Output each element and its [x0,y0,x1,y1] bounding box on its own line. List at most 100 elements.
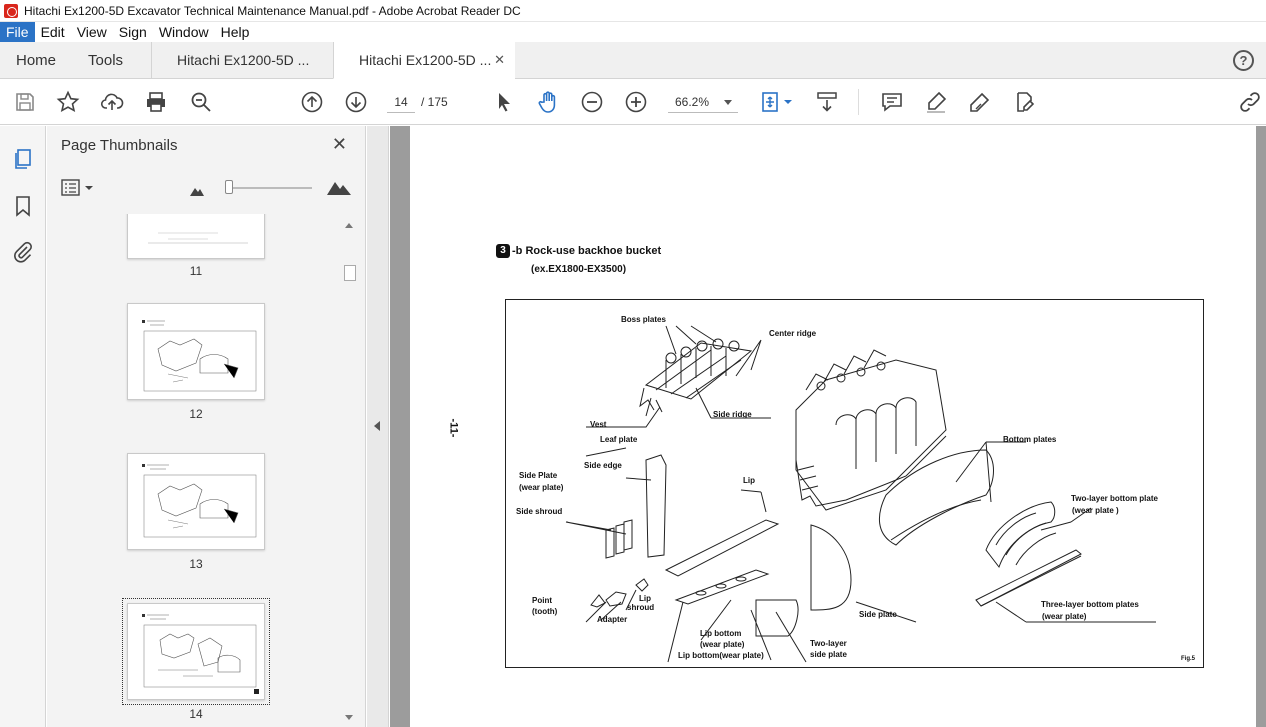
left-rail [0,126,46,727]
hand-tool-icon[interactable] [536,90,560,114]
next-page-icon[interactable] [344,90,368,114]
select-cursor-icon[interactable] [492,90,516,114]
label-side-edge: Side edge [584,461,622,470]
collapse-panel-strip[interactable] [367,126,389,727]
thumbnail-scrollbar[interactable] [343,219,356,724]
label-two-layer-bottom-2: (wear plate ) [1072,506,1119,515]
thumbnail-page-13[interactable] [127,453,265,550]
scrollbar-thumb[interactable] [344,265,356,281]
highlight-pen-icon[interactable] [924,90,948,114]
menu-window[interactable]: Window [158,24,209,40]
label-side-plate-wear-2: (wear plate) [519,483,564,492]
zoom-level-dropdown[interactable]: 66.2% [668,91,738,113]
acrobat-logo-icon [4,3,18,18]
tab-home[interactable]: Home [16,51,57,69]
page-total: / 175 [421,95,448,109]
scroll-up-icon[interactable] [345,223,353,228]
panel-title: Page Thumbnails [61,137,178,154]
document-viewer[interactable]: -11- 3 -b Rock-use backhoe bucket (ex.EX… [390,126,1266,727]
larger-thumbnails-icon[interactable] [327,180,351,195]
label-side-shroud: Side shroud [516,507,563,516]
thumbnail-page-14[interactable] [122,598,270,705]
label-lip-shroud-2: shroud [627,603,655,612]
label-lip-bottom-2: (wear plate) [700,640,745,649]
attachments-paperclip-icon[interactable] [11,240,35,264]
fill-sign-icon[interactable] [1012,90,1036,114]
label-boss-plates: Boss plates [621,315,666,324]
search-zoom-icon[interactable] [189,90,213,114]
smaller-thumbnails-icon[interactable] [190,183,204,196]
collapse-left-icon[interactable] [374,421,380,431]
page-number-input[interactable]: 14 [387,91,415,113]
close-panel-icon[interactable]: ✕ [331,134,347,154]
menu-help[interactable]: Help [220,24,250,40]
label-lip-bottom-1: Lip bottom [700,629,742,638]
scroll-down-icon[interactable] [345,715,353,720]
label-point-2: (tooth) [532,607,558,616]
print-icon[interactable] [144,90,168,114]
menu-edit[interactable]: Edit [40,24,65,40]
label-side-plate-wear-1: Side Plate [519,471,558,480]
bookmarks-icon[interactable] [11,194,35,218]
tab-document-2[interactable]: Hitachi Ex1200-5D ... ✕ [333,42,516,79]
section-subheading: (ex.EX1800-EX3500) [531,264,627,275]
draw-pencil-icon[interactable] [968,90,992,114]
menu-view[interactable]: View [76,24,107,40]
thumbnail-label: 11 [189,264,203,278]
fit-page-icon[interactable] [760,90,794,114]
save-icon[interactable] [13,90,37,114]
label-lip: Lip [743,476,755,485]
window-title: Hitachi Ex1200-5D Excavator Technical Ma… [24,3,521,18]
label-vest: Vest [590,420,607,429]
label-three-layer-1: Three-layer bottom plates [1041,600,1139,609]
bookmark-star-icon[interactable] [56,90,80,114]
label-two-layer-side-2: side plate [810,650,847,659]
section-number-badge: 3 [496,244,510,258]
figure-number: Fig.5 [1181,656,1196,662]
pdf-page: -11- 3 -b Rock-use backhoe bucket (ex.EX… [410,126,1256,727]
thumbnail-label: 12 [189,407,203,421]
page-thumbnails-panel: Page Thumbnails ✕ 11 12 13 14 [47,126,366,727]
thumbnail-size-slider[interactable] [225,180,233,194]
label-side-plate: Side plate [859,610,897,619]
link-icon[interactable] [1238,90,1262,114]
tab-document-1[interactable]: Hitachi Ex1200-5D ... [151,42,333,78]
side-page-number: -11- [447,418,460,438]
thumbnail-label: 14 [189,707,203,721]
zoom-out-icon[interactable] [580,90,604,114]
comment-icon[interactable] [880,90,904,114]
label-three-layer-2: (wear plate) [1042,612,1087,621]
section-heading-text: -b Rock-use backhoe bucket [512,245,662,257]
help-icon[interactable]: ? [1233,50,1254,71]
tab-bar: Home Tools Hitachi Ex1200-5D ... Hitachi… [0,42,1266,79]
section-heading: 3 -b Rock-use backhoe bucket [496,244,661,258]
label-point-1: Point [532,596,552,605]
toolbar-divider [858,89,859,115]
label-two-layer-bottom-1: Two-layer bottom plate [1071,494,1158,503]
thumbnail-list: 11 12 13 14 [47,214,351,727]
scroll-mode-icon[interactable] [815,90,839,114]
label-lip-shroud-1: Lip [639,594,651,603]
tab-tools[interactable]: Tools [88,51,124,69]
bucket-exploded-drawing [565,325,1156,663]
label-lip-bottom-3: Lip bottom(wear plate) [678,651,764,660]
label-two-layer-side-1: Two-layer [810,639,847,648]
label-leaf-plate: Leaf plate [600,435,638,444]
thumbnail-size-slider-track [225,187,312,189]
toolbar: 14 / 175 66.2% [0,79,1266,125]
close-tab-icon[interactable]: ✕ [494,52,506,67]
tab-document-2-label: Hitachi Ex1200-5D ... [359,52,492,68]
menu-sign[interactable]: Sign [118,24,147,40]
thumbnail-options-icon[interactable] [61,179,95,197]
previous-page-icon[interactable] [300,90,324,114]
thumbnail-page-12[interactable] [127,303,265,400]
upload-cloud-icon[interactable] [100,90,124,114]
chevron-down-icon [724,100,732,105]
page-thumbnails-icon[interactable] [11,147,35,171]
menu-file[interactable]: File [0,22,35,42]
zoom-in-icon[interactable] [624,90,648,114]
menu-bar: File Edit View Sign Window Help [0,22,1266,42]
tab-document-1-label: Hitachi Ex1200-5D ... [177,52,310,68]
thumbnail-page-11[interactable] [127,214,265,259]
label-adapter: Adapter [597,615,628,624]
